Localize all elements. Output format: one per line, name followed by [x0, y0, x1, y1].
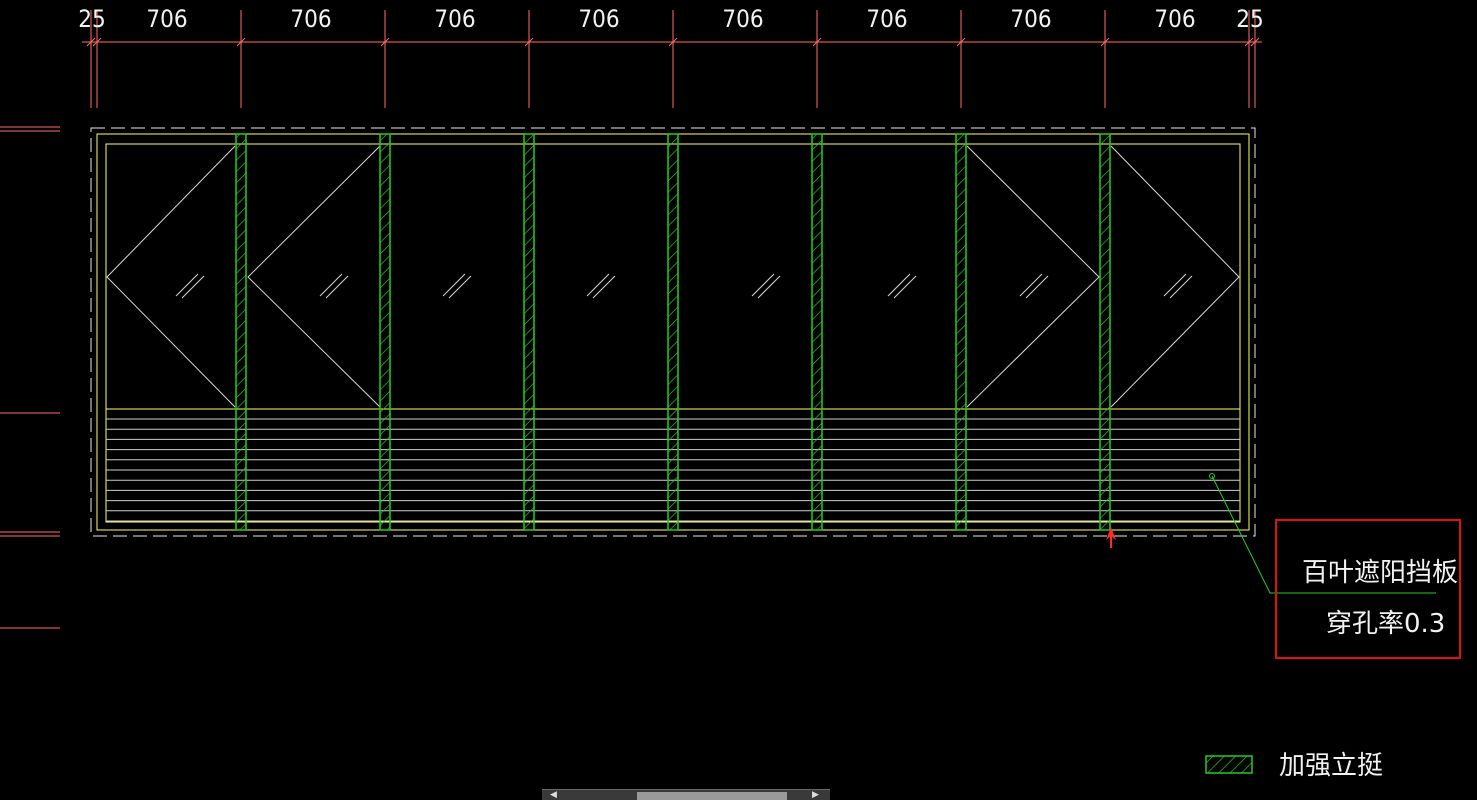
horizontal-scrollbar[interactable]: ◀ ▶: [542, 789, 830, 800]
dimension-label: 25: [1236, 5, 1263, 33]
legend-label: 加强立挺: [1279, 751, 1384, 781]
selection-marker-icon: [1106, 527, 1116, 548]
reinforced-mullions[interactable]: [235, 133, 1111, 531]
glass-mark-icon: [442, 273, 472, 299]
dimension-tick: [1244, 37, 1254, 47]
glass-panel: [586, 273, 616, 299]
glass-panel: [247, 145, 381, 408]
dimension-label: 25: [78, 5, 105, 33]
leader-line: [1211, 475, 1436, 594]
dimension-chain: 25 706 706 706 706 706 706 706 706 25: [78, 5, 1264, 108]
glass-mark-icon: [1163, 273, 1193, 299]
dimension-tick: [1100, 37, 1110, 47]
dimension-tick: [956, 37, 966, 47]
dimension-labels: 25 706 706 706 706 706 706 706 706 25: [78, 5, 1263, 33]
dimension-label: 706: [1154, 5, 1195, 33]
dimension-label: 706: [578, 5, 619, 33]
dimension-tick: [524, 37, 534, 47]
left-level-markers: [0, 126, 60, 629]
leader-dot: [1209, 473, 1215, 479]
legend-swatch-icon: [1205, 755, 1253, 774]
frame-outer-dashed: [90, 127, 1256, 537]
dimension-label: 706: [1010, 5, 1051, 33]
reinforced-mullion[interactable]: [235, 133, 247, 531]
dimension-label: 706: [146, 5, 187, 33]
reinforced-mullion[interactable]: [1099, 133, 1111, 531]
glass-mark-icon: [751, 273, 781, 299]
dimension-label: 706: [722, 5, 763, 33]
glass-panel: [887, 273, 917, 299]
dimension-tick: [380, 37, 390, 47]
glass-panel: [966, 145, 1100, 408]
callout-highlight-box: [1275, 519, 1461, 659]
glass-panel: [106, 145, 236, 408]
reinforced-mullion[interactable]: [667, 133, 679, 531]
glass-panel: [442, 273, 472, 299]
dimension-tick: [236, 37, 246, 47]
dimension-tick: [86, 37, 96, 47]
glass-panel: [751, 273, 781, 299]
scroll-right-icon[interactable]: ▶: [812, 790, 819, 800]
scroll-thumb[interactable]: [637, 792, 787, 800]
glass-mark-icon: [586, 273, 616, 299]
scroll-left-icon[interactable]: ◀: [550, 790, 557, 800]
dimension-tick: [812, 37, 822, 47]
reinforced-mullion[interactable]: [523, 133, 535, 531]
reinforced-mullion[interactable]: [955, 133, 967, 531]
reinforced-mullion[interactable]: [811, 133, 823, 531]
glass-mark-icon: [887, 273, 917, 299]
glass-mark-icon: [319, 273, 349, 299]
dimension-label: 706: [290, 5, 331, 33]
dimension-tick: [668, 37, 678, 47]
dimension-label: 706: [866, 5, 907, 33]
dimension-tick: [1250, 37, 1260, 47]
dimension-label: 706: [434, 5, 475, 33]
glass-panel: [1110, 145, 1240, 408]
annotation-line2: 穿孔率0.3: [1326, 609, 1445, 639]
dimension-extension-lines: [86, 10, 1260, 108]
glass-panels: [106, 145, 1240, 408]
reinforced-mullion[interactable]: [379, 133, 391, 531]
dimension-tick: [92, 37, 102, 47]
annotation-line1: 百叶遮阳挡板: [1302, 558, 1458, 588]
annotation-leader: 百叶遮阳挡板 穿孔率0.3: [1209, 473, 1458, 639]
glass-mark-icon: [175, 273, 205, 299]
glass-mark-icon: [1019, 273, 1049, 299]
